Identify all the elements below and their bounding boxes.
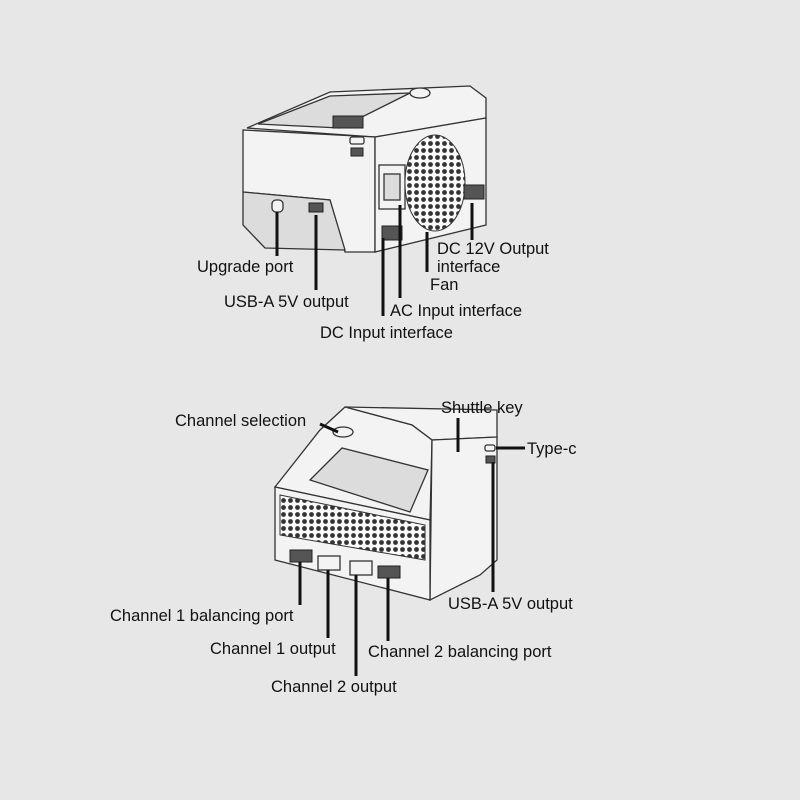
channel-selection-knob-icon xyxy=(332,426,354,438)
label-usb-a-rear: USB-A 5V output xyxy=(224,293,349,311)
usb-a-port-icon xyxy=(485,455,496,464)
front-view-device xyxy=(273,406,498,602)
ac-socket-inner xyxy=(383,173,401,201)
label-ch1-output: Channel 1 output xyxy=(210,640,336,658)
label-ac-input: AC Input interface xyxy=(390,302,522,320)
label-shuttle-key: Shuttle key xyxy=(441,399,523,417)
upgrade-port-icon xyxy=(271,199,284,213)
type-c-port-icon xyxy=(484,444,496,452)
fan-grille-icon xyxy=(404,134,466,232)
label-ch2-output: Channel 2 output xyxy=(271,678,397,696)
label-fan: Fan xyxy=(430,276,458,294)
device-lower-recess xyxy=(242,191,346,251)
channel-selection-knob-icon xyxy=(409,87,431,99)
label-ch2-balancing: Channel 2 balancing port xyxy=(368,643,552,661)
display-screen xyxy=(308,447,429,513)
ch1-balancing-port-icon xyxy=(289,549,313,563)
label-usb-a-front: USB-A 5V output xyxy=(448,595,573,613)
label-type-c: Type-c xyxy=(527,440,577,458)
shuttle-key-icon xyxy=(332,115,364,129)
front-leader-lines xyxy=(298,418,525,676)
front-vent-grille-icon xyxy=(279,494,426,561)
label-dc-input: DC Input interface xyxy=(320,324,453,342)
dc-input-socket-icon xyxy=(381,225,403,241)
dc-12v-output-socket-icon xyxy=(463,184,485,200)
usb-a-port-top-icon xyxy=(350,147,364,157)
label-ch1-balancing: Channel 1 balancing port xyxy=(110,607,294,625)
label-dc12-line1: DC 12V Output xyxy=(437,240,549,258)
label-dc12-line2: interface xyxy=(437,258,500,276)
label-upgrade-port: Upgrade port xyxy=(197,258,294,276)
ch2-output-port-icon xyxy=(349,560,373,576)
type-c-port-icon xyxy=(349,136,365,145)
usb-a-port-icon xyxy=(308,202,324,213)
label-channel-selection: Channel selection xyxy=(175,412,306,430)
rear-leader-lines xyxy=(275,203,474,316)
rear-view-device xyxy=(242,85,487,253)
ch1-output-port-icon xyxy=(317,555,341,571)
ch2-balancing-port-icon xyxy=(377,565,401,579)
